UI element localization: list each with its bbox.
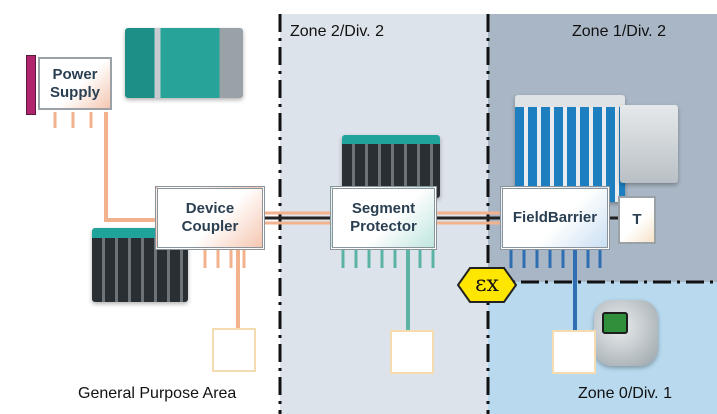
terminator-label: T [632,211,642,228]
power-supply-box: Power Supply [38,57,112,110]
trunk-cable [264,211,618,225]
device-coupler-module-image [92,228,188,302]
ex-symbol: εx [475,272,499,297]
zone-1-label: Zone 1/Div. 2 [572,23,666,40]
segment-protector-label: Segment Protector [350,200,417,235]
fieldbarrier-module-image [515,95,625,202]
fieldbarrier-box: FieldBarrier [500,186,610,250]
power-input-strip [26,55,36,115]
power-supply-module-image [125,28,243,98]
segment-protector-box: Segment Protector [330,186,437,250]
power-supply-label: Power Supply [49,65,100,101]
ex-hexagon [456,267,518,303]
field-device-box-zone2 [390,330,434,374]
general-area-label: General Purpose Area [78,385,237,402]
zone-0-label: Zone 0/Div. 1 [578,385,672,402]
terminator-box: T [618,196,656,244]
fieldbarrier-spurs [509,250,602,330]
device-coupler-label: Device Coupler [181,200,239,235]
field-device-box-general [212,328,256,372]
field-device-box-zone0 [552,330,596,374]
device-coupler-box: Device Coupler [155,186,265,250]
segment-protector-spurs [341,250,435,330]
fieldbarrier-enclosure-image [620,105,678,183]
zone-2-label: Zone 2/Div. 2 [290,23,384,40]
transmitter-display-image [602,312,628,334]
power-feed-line [104,112,158,222]
power-supply-outputs [53,112,93,128]
device-coupler-spurs [203,250,246,328]
fieldbarrier-label: FieldBarrier [512,209,598,226]
